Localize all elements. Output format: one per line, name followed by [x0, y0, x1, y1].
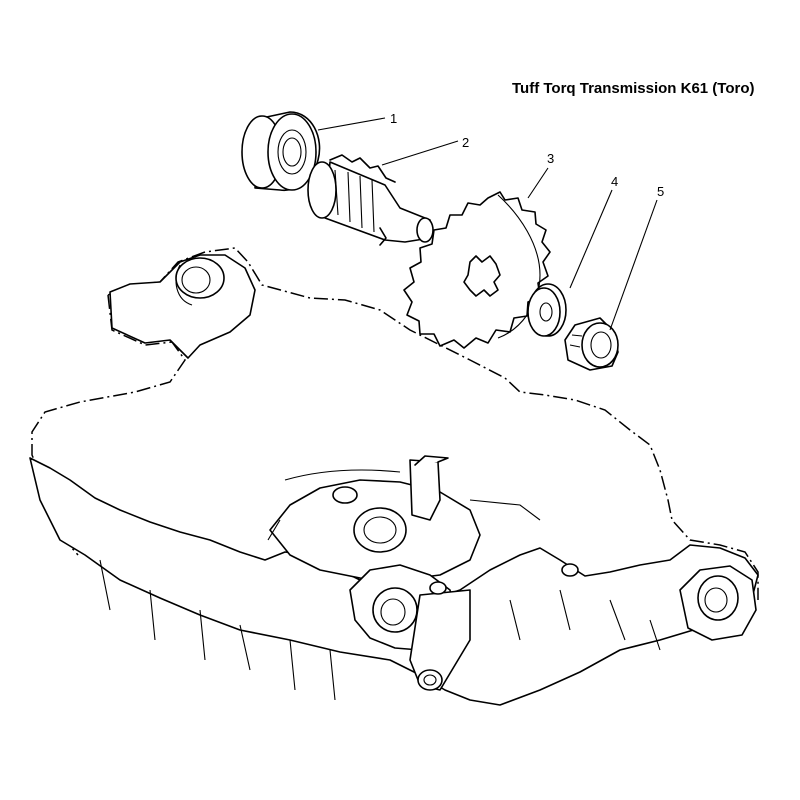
callout-2: 2 — [462, 135, 469, 150]
part-bearing — [241, 111, 321, 191]
center-bearing-seat — [353, 507, 407, 553]
diagram-title: Tuff Torq Transmission K61 (Toro) — [512, 80, 755, 97]
callout-4: 4 — [611, 174, 618, 189]
part-pinion-shaft — [307, 154, 434, 246]
callout-1: 1 — [390, 111, 397, 126]
transmission-housing — [29, 247, 759, 706]
callout-3: 3 — [547, 151, 554, 166]
housing-lower-shell — [29, 457, 759, 706]
part-bushing — [564, 317, 619, 371]
housing-gasket-outline — [107, 247, 759, 600]
part-sprocket-gear — [403, 191, 551, 349]
callout-leaders — [317, 117, 658, 331]
part-washer — [527, 283, 567, 337]
callout-5: 5 — [657, 184, 664, 199]
